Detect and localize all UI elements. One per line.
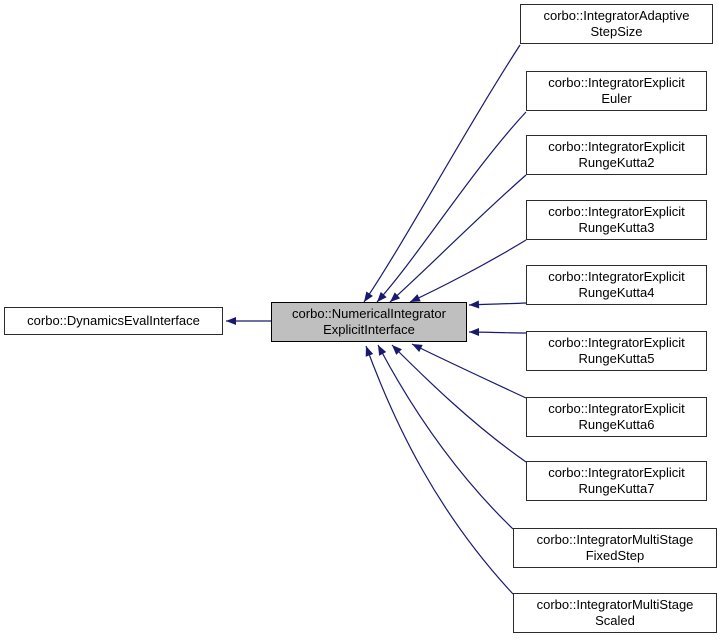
class-node-integrator-explicit-runge-kutta7[interactable]: corbo::IntegratorExplicit RungeKutta7 bbox=[526, 461, 707, 501]
class-node-label-line2: RungeKutta6 bbox=[578, 417, 655, 432]
class-node-integrator-explicit-euler[interactable]: corbo::IntegratorExplicit Euler bbox=[526, 71, 707, 111]
class-node-integrator-explicit-runge-kutta3[interactable]: corbo::IntegratorExplicit RungeKutta3 bbox=[526, 200, 707, 240]
class-node-label-line2: ExplicitInterface bbox=[323, 322, 415, 337]
edge-integrator-adaptive-step-size bbox=[363, 44, 521, 303]
class-node-label-line2: StepSize bbox=[590, 24, 643, 39]
class-node-integrator-multi-stage-scaled[interactable]: corbo::IntegratorMultiStage Scaled bbox=[513, 593, 717, 633]
edge-integrator-explicit-runge-kutta4 bbox=[468, 300, 527, 309]
class-node-label-line2: Euler bbox=[601, 91, 632, 106]
class-node-label-line2: RungeKutta4 bbox=[578, 285, 655, 300]
class-node-label-line1: corbo::IntegratorExplicit bbox=[548, 269, 685, 284]
class-node-label-line2: RungeKutta5 bbox=[578, 351, 655, 366]
class-node-integrator-explicit-runge-kutta5[interactable]: corbo::IntegratorExplicit RungeKutta5 bbox=[526, 331, 707, 371]
class-node-label-line1: corbo::IntegratorExplicit bbox=[548, 204, 685, 219]
class-node-integrator-explicit-runge-kutta2[interactable]: corbo::IntegratorExplicit RungeKutta2 bbox=[526, 135, 707, 175]
edge-integrator-multi-stage-fixed-step bbox=[377, 344, 514, 530]
class-node-integrator-explicit-runge-kutta6[interactable]: corbo::IntegratorExplicit RungeKutta6 bbox=[526, 397, 707, 437]
class-node-integrator-explicit-runge-kutta4[interactable]: corbo::IntegratorExplicit RungeKutta4 bbox=[526, 265, 707, 305]
class-node-label-line2: RungeKutta7 bbox=[578, 481, 655, 496]
class-node-label-line1: corbo::IntegratorExplicit bbox=[548, 75, 685, 90]
edge-integrator-explicit-runge-kutta7 bbox=[391, 344, 527, 463]
class-node-label-line1: corbo::IntegratorExplicit bbox=[548, 139, 685, 154]
class-node-numerical-integrator-explicit-interface: corbo::NumericalIntegrator ExplicitInter… bbox=[271, 302, 467, 342]
class-node-label-line1: corbo::IntegratorExplicit bbox=[548, 401, 685, 416]
edge-integrator-multi-stage-scaled bbox=[365, 345, 514, 595]
class-node-dynamics-eval-interface[interactable]: corbo::DynamicsEvalInterface bbox=[4, 307, 223, 335]
class-node-label-line1: corbo::IntegratorMultiStage bbox=[536, 532, 694, 547]
class-node-label-line2: Scaled bbox=[595, 613, 635, 628]
edge-integrator-explicit-runge-kutta3 bbox=[409, 239, 527, 303]
edge-integrator-explicit-runge-kutta6 bbox=[411, 343, 527, 399]
edge-integrator-explicit-runge-kutta2 bbox=[389, 174, 527, 303]
class-node-label-line1: corbo::IntegratorAdaptive bbox=[543, 8, 690, 23]
class-node-integrator-adaptive-step-size[interactable]: corbo::IntegratorAdaptive StepSize bbox=[520, 4, 713, 44]
class-node-label-line2: RungeKutta2 bbox=[578, 155, 655, 170]
class-node-label: corbo::DynamicsEvalInterface bbox=[27, 313, 200, 328]
class-node-label-line1: corbo::IntegratorExplicit bbox=[548, 465, 685, 480]
class-node-label-line1: corbo::IntegratorMultiStage bbox=[536, 597, 694, 612]
class-node-label-line2: FixedStep bbox=[585, 548, 645, 563]
edge-integrator-explicit-euler bbox=[376, 111, 527, 303]
class-node-label-line1: corbo::NumericalIntegrator bbox=[292, 306, 446, 321]
edge-integrator-explicit-runge-kutta5 bbox=[468, 328, 527, 337]
class-node-label-line1: corbo::IntegratorExplicit bbox=[548, 335, 685, 350]
class-node-label-line2: RungeKutta3 bbox=[578, 220, 655, 235]
class-node-integrator-multi-stage-fixed-step[interactable]: corbo::IntegratorMultiStage FixedStep bbox=[513, 528, 717, 568]
